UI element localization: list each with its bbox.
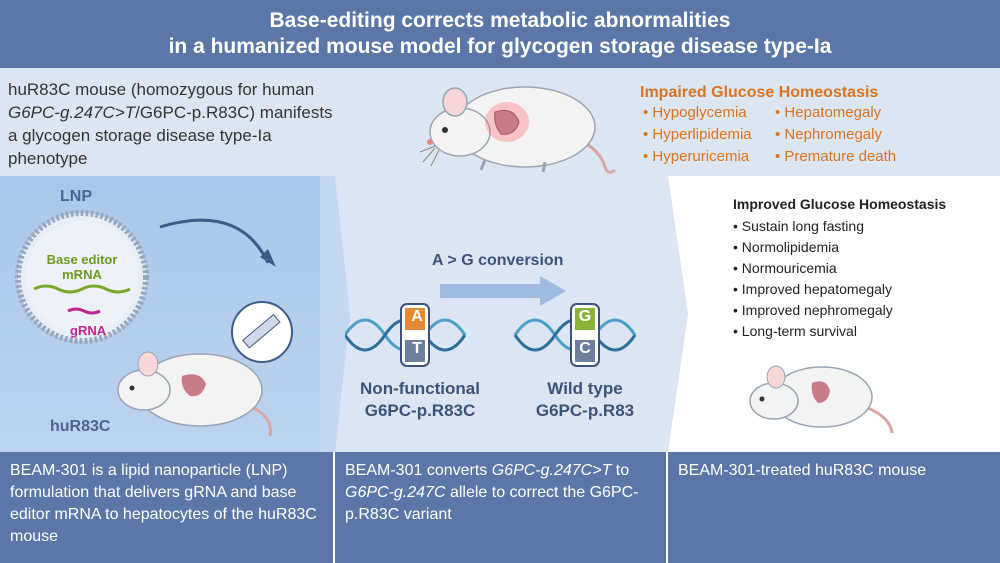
impaired-item: • Hyperlipidemia	[643, 126, 752, 143]
impaired-item: • Hyperuricemia	[643, 148, 750, 165]
mouse-illustration-top	[419, 86, 616, 174]
footer-left: BEAM-301 is a lipid nanoparticle (LNP) f…	[0, 452, 333, 563]
improved-item: • Improved hepatomegaly	[733, 281, 892, 297]
improved-item: • Normolipidemia	[733, 239, 840, 255]
intro-allele: G6PC-g.247C>T	[8, 103, 136, 122]
improved-item: • Improved nephromegaly	[733, 302, 893, 318]
base-c: C	[579, 340, 591, 357]
panel-divider-arrow-2	[660, 176, 688, 452]
mouse-label-hur83c: huR83C	[50, 418, 111, 435]
conversion-arrow	[440, 276, 566, 306]
impaired-item: • Hypoglycemia	[643, 104, 747, 121]
base-g: G	[578, 308, 592, 325]
footer-middle: BEAM-301 converts G6PC-g.247C>T to G6PC-…	[335, 452, 666, 563]
footer-right: BEAM-301-treated huR83C mouse	[668, 452, 1000, 563]
base-a: A	[411, 308, 423, 325]
panel-conversion	[335, 176, 668, 452]
lnp-label: LNP	[60, 188, 92, 205]
intro-line-3: a glycogen storage disease type-Ia	[8, 126, 272, 145]
title-line-1: Base-editing corrects metabolic abnormal…	[269, 9, 731, 32]
improved-item: • Long-term survival	[733, 323, 857, 339]
improved-item: • Sustain long fasting	[733, 218, 864, 234]
intro-line-1: huR83C mouse (homozygous for human	[8, 80, 315, 99]
conversion-label: A > G conversion	[432, 252, 564, 269]
intro-line-2: /G6PC-p.R83C) manifests	[135, 103, 333, 122]
injected-mouse	[117, 301, 293, 437]
improved-title: Improved Glucose Homeostasis	[733, 196, 947, 212]
intro-line-4: phenotype	[8, 149, 88, 168]
treated-mouse	[749, 365, 894, 434]
impaired-list-1: • Hypoglycemia • Hyperlipidemia • Hyperu…	[643, 102, 752, 168]
intro-text: huR83C mouse (homozygous for human G6PC-…	[8, 78, 358, 170]
impaired-item: • Hepatomegaly	[775, 104, 882, 121]
grna-label: gRNA	[70, 323, 107, 338]
impaired-title: Impaired Glucose Homeostasis	[640, 84, 879, 101]
title-banner: Base-editing corrects metabolic abnormal…	[0, 0, 1000, 68]
improved-list: • Sustain long fasting • Normolipidemia …	[733, 216, 893, 342]
lnp-particle	[15, 210, 276, 344]
impaired-item: • Nephromegaly	[775, 126, 882, 143]
improved-item: • Normouricemia	[733, 260, 837, 276]
impaired-list-2: • Hepatomegaly • Nephromegaly • Prematur…	[775, 102, 896, 168]
title-line-2: in a humanized mouse model for glycogen …	[168, 35, 832, 58]
panel-divider-arrow-1	[320, 176, 350, 452]
dna-helices	[345, 303, 637, 367]
base-t: T	[412, 340, 422, 357]
impaired-item: • Premature death	[775, 148, 897, 165]
